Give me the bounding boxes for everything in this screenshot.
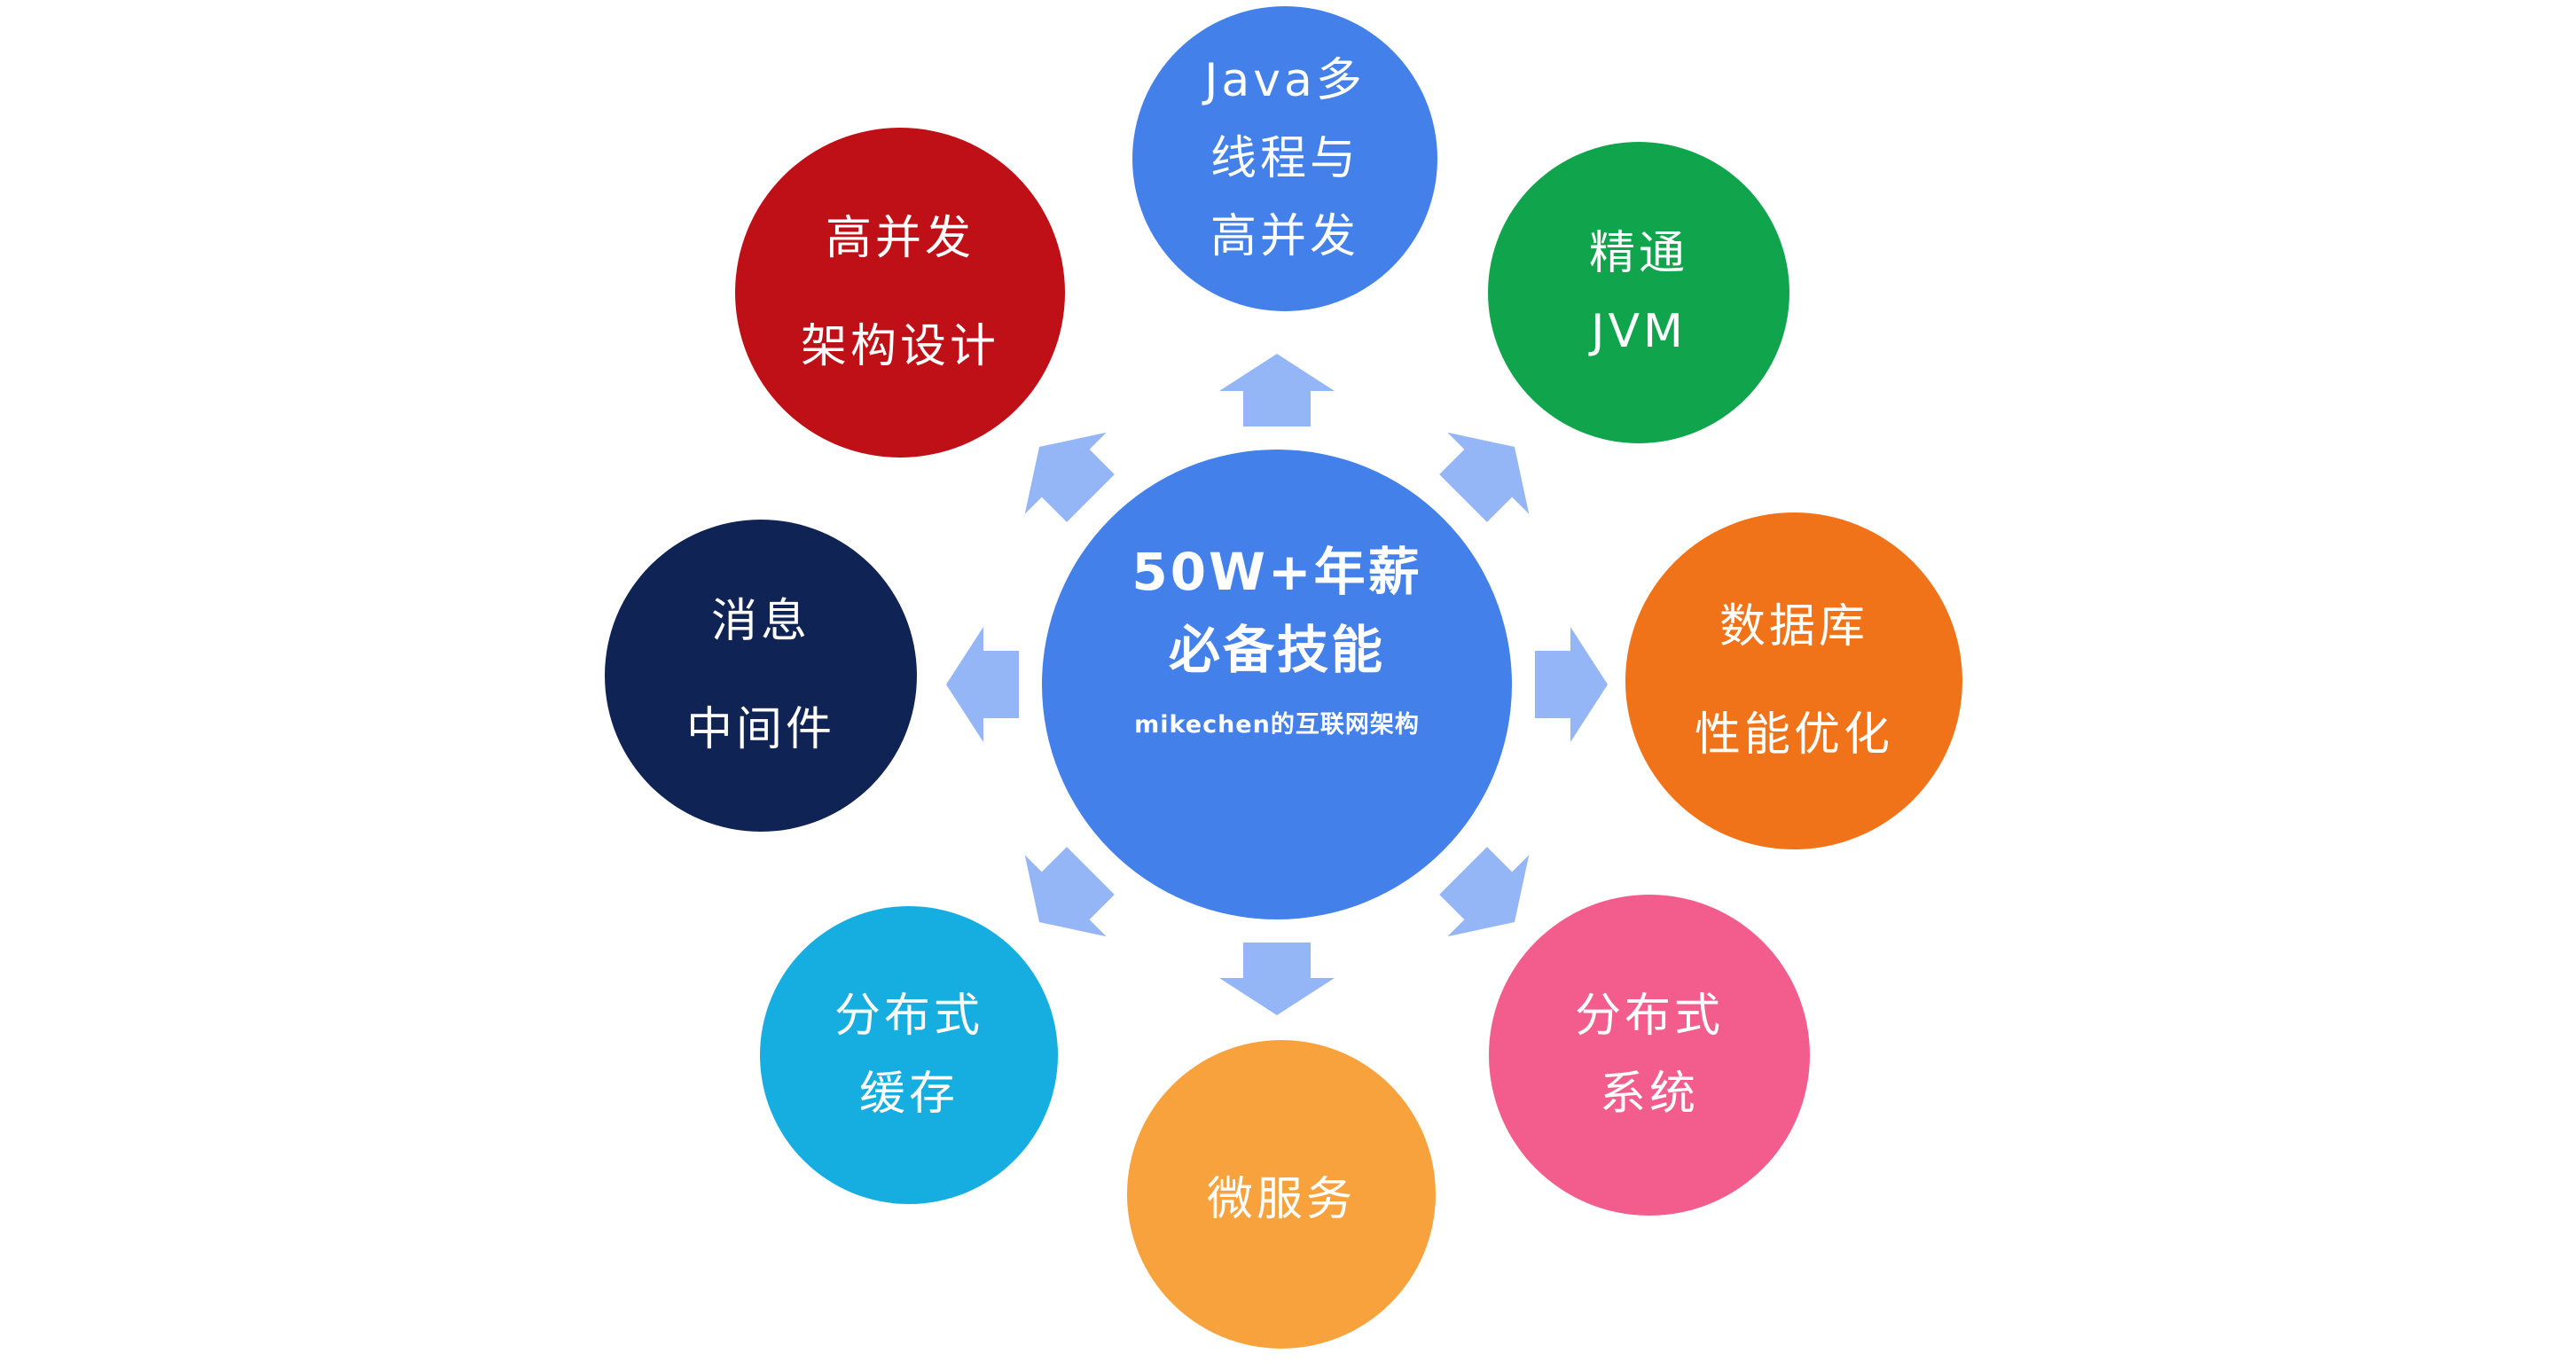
node-line: 缓存 [858,1068,959,1121]
arrow-down-right-icon [1439,847,1530,937]
node-microservices: 微服务 [1127,1040,1436,1349]
arrow-up-right-icon [1439,432,1530,522]
node-java-concurrency: Java多 线程与 高并发 [1132,6,1437,311]
node-line: 线程与 [1210,132,1359,185]
node-line: 微服务 [1206,1172,1356,1226]
node-line: 中间件 [685,703,835,756]
arrow-shape [1219,354,1335,426]
arrow-up-icon [1219,354,1335,426]
center-subtitle: mikechen的互联网架构 [1134,710,1420,739]
arrow-left-icon [946,627,1019,742]
arrow-shape [1535,627,1608,742]
arrow-down-left-icon [1024,847,1115,937]
arrow-up-left-icon [1024,432,1115,522]
node-line: 数据库 [1719,600,1868,653]
arrow-shape [1439,847,1530,937]
center-node-salary-skills: 50W+年薪 必备技能 mikechen的互联网架构 [1042,450,1512,919]
node-distributed-cache: 分布式 缓存 [760,906,1058,1204]
center-text-block: 50W+年薪 必备技能 mikechen的互联网架构 [1131,533,1421,739]
node-line: 精通 [1588,227,1688,280]
node-line: JVM [1591,305,1687,358]
arrow-shape [1024,432,1115,522]
node-line: 系统 [1599,1068,1699,1121]
node-line: 消息 [710,595,810,648]
node-line: 高并发 [1210,210,1359,263]
arrow-down-icon [1219,943,1335,1015]
node-high-concurrency-architecture: 高并发 架构设计 [735,128,1065,458]
node-line: 高并发 [825,212,975,265]
arrow-shape [1219,943,1335,1015]
node-database-performance: 数据库 性能优化 [1625,512,1962,849]
node-message-middleware: 消息 中间件 [605,520,917,832]
arrow-right-icon [1535,627,1608,742]
node-line: 分布式 [834,989,983,1043]
node-line: Java多 [1204,54,1366,107]
center-title-line1: 50W+年薪 [1131,541,1422,602]
node-line: 分布式 [1574,989,1724,1043]
center-title-line2: 必备技能 [1168,619,1385,680]
node-jvm-mastery: 精通 JVM [1488,142,1789,443]
arrow-shape [946,627,1019,742]
node-line: 性能优化 [1694,708,1893,762]
arrow-shape [1024,847,1115,937]
node-distributed-system: 分布式 系统 [1489,895,1810,1216]
arrow-shape [1439,432,1530,522]
node-line: 架构设计 [800,320,999,373]
